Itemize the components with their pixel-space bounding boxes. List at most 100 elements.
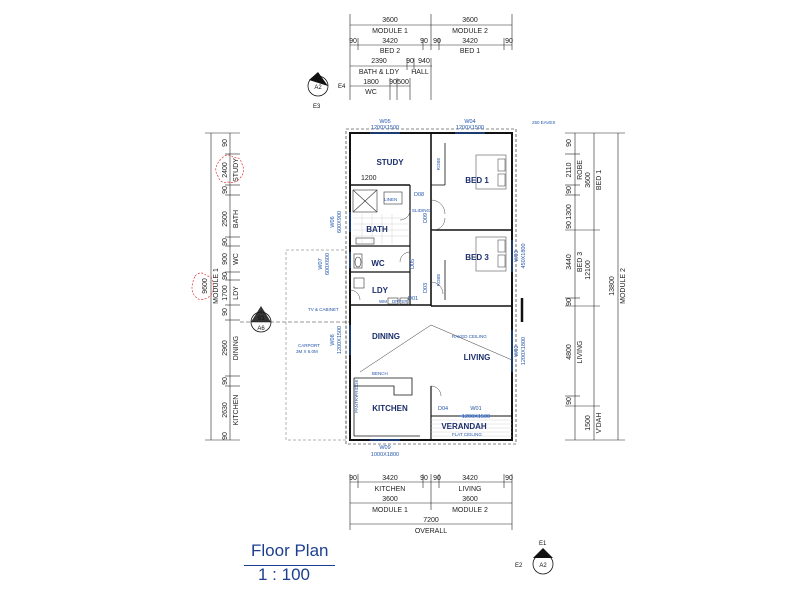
linen-label: LINEN [384, 197, 397, 202]
bottom-dim-kitchen-value: 3420 [382, 475, 398, 482]
top-dim-bath-label: BATH & LDY [359, 69, 400, 76]
raked-ceiling-line-2 [430, 324, 513, 361]
right-dim-robe-label: ROBE [577, 160, 584, 180]
right-mid-total: 12100 [585, 260, 592, 280]
left-dim-90-a: 90 [222, 139, 229, 147]
bottom-module1-label: MODULE 1 [372, 507, 408, 514]
bottom-overall-label: OVERALL [415, 528, 447, 535]
w07-size: 600X600 [325, 253, 331, 275]
marker-a2-bottom-id: A2 [539, 563, 547, 569]
bottom-module2-label: MODULE 2 [452, 507, 488, 514]
door-swings [349, 199, 446, 397]
bottom-module2-value: 3600 [462, 496, 478, 503]
left-dim-kitchen-label: KITCHEN [233, 395, 240, 426]
study-dim-1200: 1200 [361, 175, 377, 182]
bottom-dim-living-label: LIVING [459, 486, 482, 493]
w06-id: W06 [330, 216, 336, 227]
robe-label-bed3: ROBE [436, 274, 441, 287]
left-overall-label: MODULE 1 [213, 268, 220, 304]
robe-label-bed1: ROBE [436, 158, 441, 171]
verandah-deck [431, 419, 512, 437]
raked-ceiling-label: RAKED CEILING [452, 334, 487, 339]
left-dim-90-c: 90 [222, 238, 229, 246]
right-dim-bed3-label: BED 3 [577, 252, 584, 272]
carport-size: 3M X 6.0M [296, 349, 318, 354]
top-dimension-block [349, 14, 513, 100]
section-marker-a2-top: A2 E4 E3 [307, 72, 346, 110]
w09-id: W09 [379, 445, 390, 451]
w02-id: W02 [514, 345, 520, 356]
left-dim-90-g: 90 [222, 432, 229, 440]
pantry-label: PANTRY [354, 395, 359, 413]
bottom-dim-90-b: 90 [420, 475, 428, 482]
top-dim-hall-value: 940 [418, 58, 430, 65]
left-dim-dining-value: 2960 [222, 340, 229, 356]
room-living: LIVING [464, 353, 491, 362]
right-dim-90-a: 90 [566, 139, 573, 147]
top-dim-wc-500: 500 [397, 79, 409, 86]
w04-size: 1200X1500 [456, 125, 484, 131]
left-dim-90-f: 90 [222, 377, 229, 385]
right-dim-vdah-label: V'DAH [596, 413, 603, 434]
carport-label: CARPORT [298, 343, 320, 348]
tv-cabinet-label: TV & CABINET [308, 307, 339, 312]
room-verandah: VERANDAH [441, 422, 487, 431]
top-dim-bath-value: 2390 [371, 58, 387, 65]
bench-label: BENCH [372, 371, 388, 376]
w03-size: 450X1800 [521, 243, 527, 268]
left-dim-labels: 90 2400 STUDY 90 2500 BATH 90 900 WC 90 … [202, 139, 240, 440]
top-dim-bed2-value: 3420 [382, 38, 398, 45]
w08-id: W08 [330, 334, 336, 345]
revision-cloud-module [191, 272, 214, 300]
right-dim-vdah-value: 1500 [585, 415, 592, 431]
building-walls [345, 128, 524, 445]
marker-s1-id: S1 [257, 316, 265, 322]
top-dim-bed2-label: BED 2 [380, 48, 400, 55]
door-d08: D08 [414, 192, 424, 198]
w03-id: W03 [514, 250, 520, 261]
room-ldy: LDY [372, 286, 389, 295]
top-dim-90-d: 90 [505, 38, 513, 45]
right-dim-labels: 90 2110 ROBE 90 1300 90 3440 BED 3 90 48… [566, 139, 627, 433]
right-dim-living-label: LIVING [577, 341, 584, 364]
room-kitchen: KITCHEN [372, 404, 408, 413]
left-dimension-block [205, 132, 240, 441]
door-d01: D01 [408, 296, 418, 302]
bed-furniture [475, 154, 507, 272]
section-marker-s1: S1 A6 [240, 306, 350, 333]
top-module2-value: 3600 [462, 17, 478, 24]
top-dim-bath-90: 90 [406, 58, 414, 65]
right-bed1-total-label: BED 1 [596, 170, 603, 190]
bottom-module1-value: 3600 [382, 496, 398, 503]
left-dim-wc-label: WC [233, 253, 240, 265]
marker-s1-sub: A6 [257, 326, 265, 332]
marker-a2-top-e4: E4 [338, 84, 346, 90]
left-dim-90-d: 90 [222, 272, 229, 280]
section-marker-a2-bottom: A2 E1 E2 [515, 541, 554, 575]
right-overall-label: MODULE 2 [620, 268, 627, 304]
left-dim-wc-value: 900 [222, 253, 229, 265]
room-bath: BATH [366, 225, 388, 234]
w01-id: W01 [470, 406, 481, 412]
right-dim-1300: 1300 [566, 204, 573, 220]
top-dim-90-c: 90 [433, 38, 441, 45]
w01-size: 1200X1500 [462, 414, 490, 420]
wm-label: WM [379, 299, 387, 304]
right-dim-90-c: 90 [566, 221, 573, 229]
top-module1-value: 3600 [382, 17, 398, 24]
right-dim-90-d: 90 [566, 298, 573, 306]
drawing-title: Floor Plan [251, 541, 329, 560]
left-dim-kitchen-value: 2630 [222, 402, 229, 418]
windows [349, 132, 513, 441]
w06-size: 600X900 [337, 211, 343, 233]
top-module2-label: MODULE 2 [452, 28, 488, 35]
top-dim-bed1-value: 3420 [462, 38, 478, 45]
left-dim-bath-value: 2500 [222, 211, 229, 227]
marker-a2-top-e3: E3 [313, 104, 321, 110]
room-wc: WC [371, 259, 385, 268]
w08-size: 1200X1500 [337, 326, 343, 354]
marker-a2-bottom-e1: E1 [539, 541, 547, 547]
w09-size: 1000X1800 [371, 452, 399, 458]
top-dim-90-a: 90 [349, 38, 357, 45]
